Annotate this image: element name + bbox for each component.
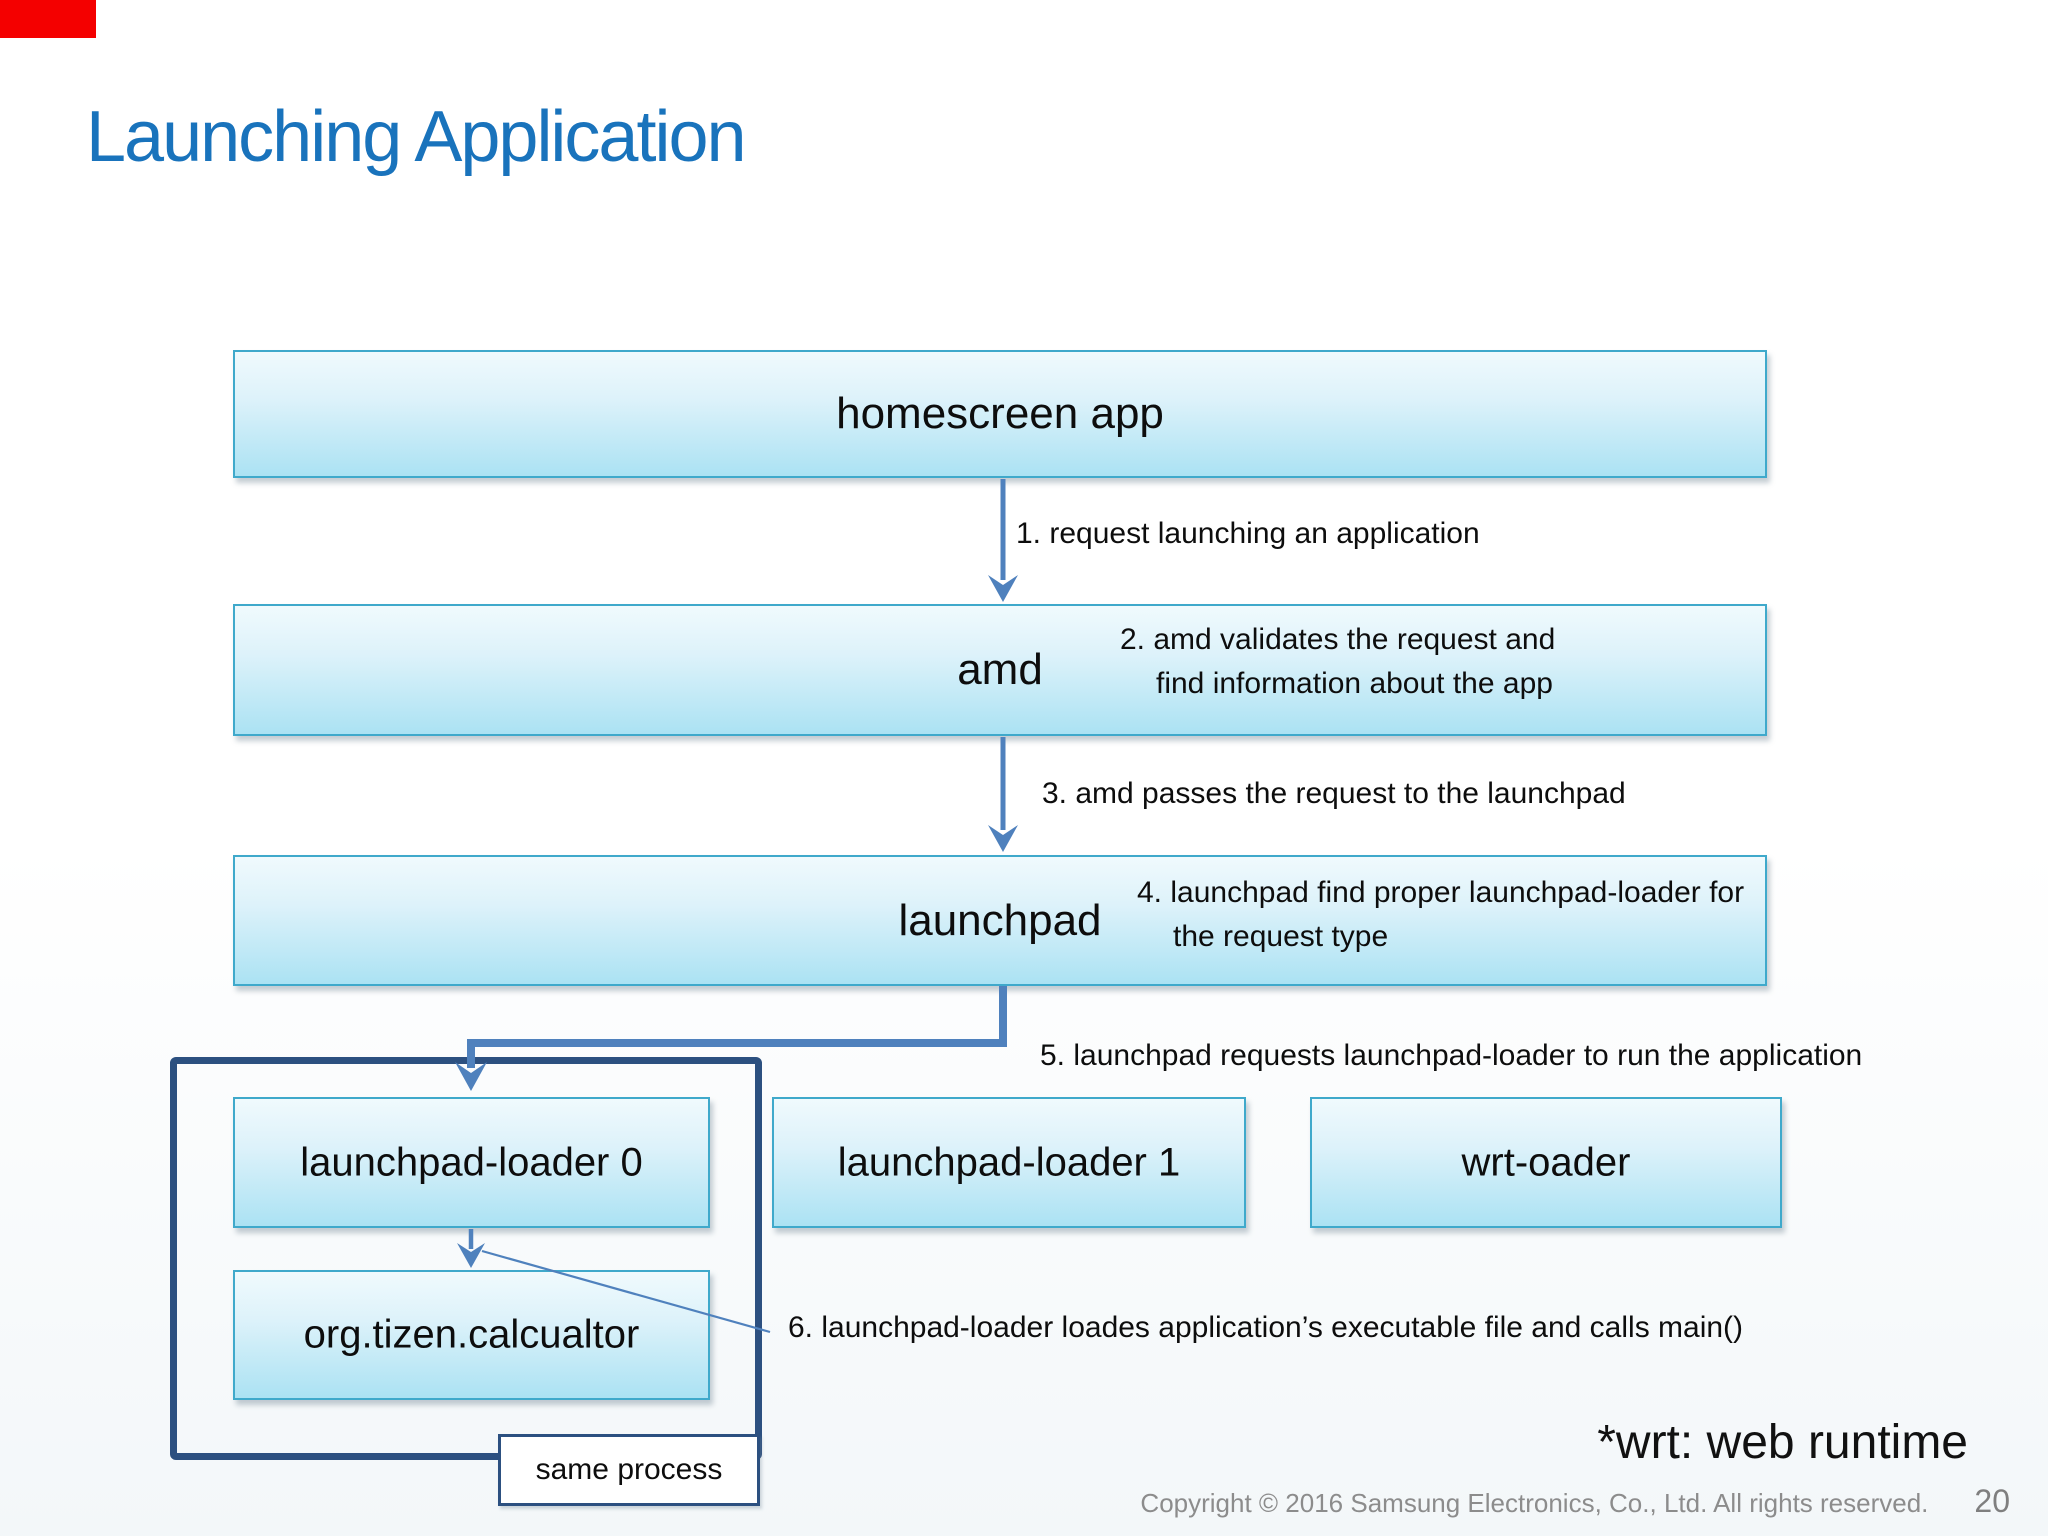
step2-annotation: 2. amd validates the request and find in… xyxy=(1120,618,1555,706)
step4-line2: the request type xyxy=(1173,920,1389,953)
node-homescreen-app-label: homescreen app xyxy=(836,389,1164,438)
slide-footer: Copyright © 2016 Samsung Electronics, Co… xyxy=(1140,1483,2010,1520)
step1-label: 1. request launching an application xyxy=(1016,517,1480,550)
copyright-text: Copyright © 2016 Samsung Electronics, Co… xyxy=(1140,1488,1929,1518)
node-org-tizen-calcualtor: org.tizen.calcualtor xyxy=(233,1270,710,1400)
red-corner-marker xyxy=(0,0,96,38)
arrow-step1 xyxy=(988,479,1018,602)
step4-annotation: 4. launchpad find proper launchpad-loade… xyxy=(1137,871,1744,959)
node-wrt-oader: wrt-oader xyxy=(1310,1097,1782,1228)
wrt-footnote: *wrt: web runtime xyxy=(1597,1416,1968,1469)
node-launchpad-loader-0-label: launchpad-loader 0 xyxy=(300,1140,643,1184)
node-wrt-oader-label: wrt-oader xyxy=(1461,1140,1631,1184)
page-number: 20 xyxy=(1974,1483,2010,1519)
step2-line2: find information about the app xyxy=(1156,667,1553,700)
node-launchpad-loader-0: launchpad-loader 0 xyxy=(233,1097,710,1228)
node-launchpad: launchpad 4. launchpad find proper launc… xyxy=(233,855,1767,986)
node-homescreen-app: homescreen app xyxy=(233,350,1767,478)
slide-title: Launching Application xyxy=(86,97,747,177)
same-process-label-text: same process xyxy=(535,1453,723,1486)
node-launchpad-label: launchpad xyxy=(898,895,1102,945)
node-amd: amd 2. amd validates the request and fin… xyxy=(233,604,1767,736)
arrow-step3 xyxy=(988,737,1018,852)
same-process-label: same process xyxy=(498,1434,760,1506)
node-amd-label: amd xyxy=(957,645,1043,694)
node-org-tizen-calcualtor-label: org.tizen.calcualtor xyxy=(303,1312,640,1357)
node-launchpad-loader-1-label: launchpad-loader 1 xyxy=(837,1140,1181,1184)
step6-label: 6. launchpad-loader loades application’s… xyxy=(788,1311,1744,1344)
step3-label: 3. amd passes the request to the launchp… xyxy=(1042,777,1626,810)
step4-line1: 4. launchpad find proper launchpad-loade… xyxy=(1137,876,1745,909)
step5-label: 5. launchpad requests launchpad-loader t… xyxy=(1040,1039,1863,1072)
step2-line1: 2. amd validates the request and xyxy=(1120,623,1556,656)
node-launchpad-loader-1: launchpad-loader 1 xyxy=(772,1097,1246,1228)
